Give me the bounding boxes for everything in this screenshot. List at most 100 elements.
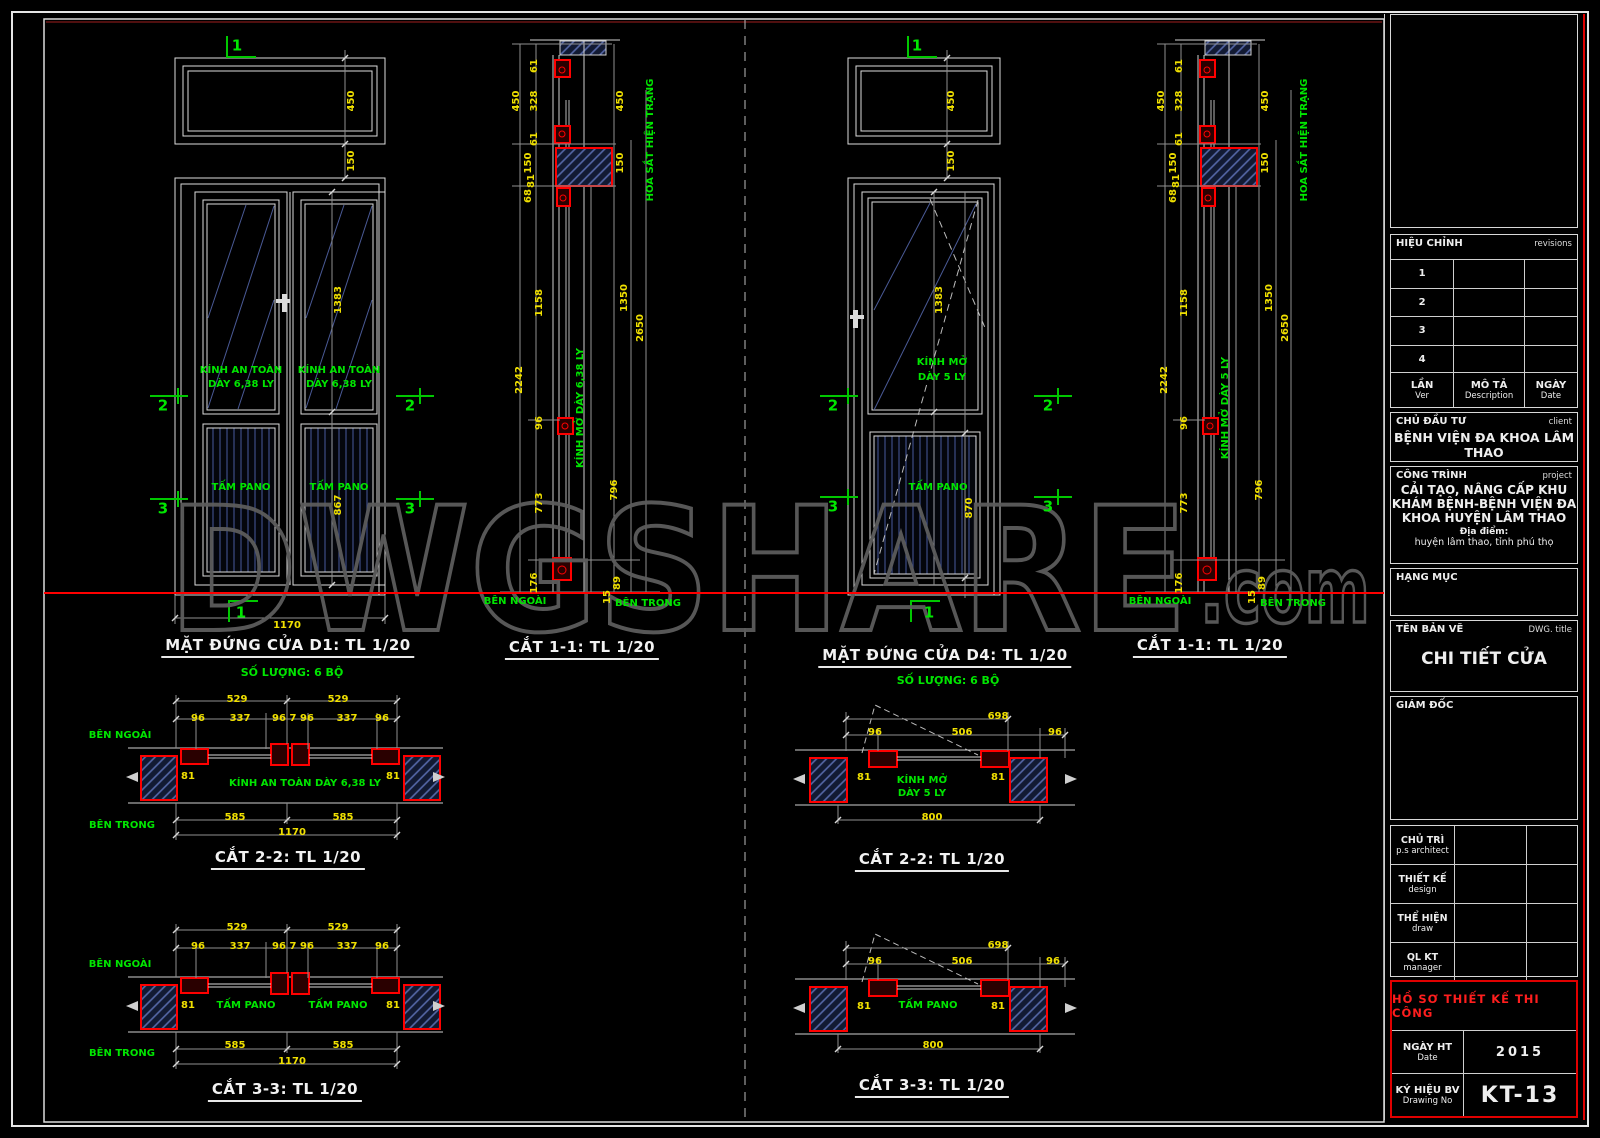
dimension-label: 81: [857, 772, 871, 783]
project-address: huyện lâm thao, tỉnh phú thọ: [1414, 537, 1554, 548]
client-name: BỆNH VIỆN ĐA KHOA LÂM THAO: [1393, 430, 1575, 460]
revision-row-number: 1: [1391, 259, 1455, 288]
dimension-label: 506: [951, 727, 973, 738]
section-marker: 2: [404, 396, 416, 415]
note-label: BÊN TRONG: [1260, 598, 1326, 609]
view-title-right-elevation: MẶT ĐỨNG CỬA D4: TL 1/20: [818, 646, 1072, 668]
dimension-label: 1170: [278, 827, 306, 838]
drawing-title: CHI TIẾT CỬA: [1421, 649, 1547, 669]
note-label: KÍNH AN TOÀN: [199, 365, 283, 376]
dimension-label: 1170: [278, 1056, 306, 1067]
dimension-label: 585: [224, 812, 246, 823]
dimension-label: 96: [534, 416, 545, 430]
drawing-title-label-en: DWG. title: [1528, 625, 1572, 635]
dimension-label: 796: [609, 479, 620, 501]
project-label-en: project: [1542, 471, 1572, 481]
drawing-title-label: TÊN BẢN VẼ: [1396, 624, 1464, 635]
revision-row-number: 3: [1391, 316, 1455, 345]
dimension-label: 89: [612, 576, 623, 590]
dimension-label: 7: [289, 713, 297, 724]
dimension-label: 450: [511, 90, 522, 112]
title-block-empty-box: [1390, 14, 1578, 228]
dimension-label: 698: [987, 940, 1009, 951]
project-label: CÔNG TRÌNH: [1396, 470, 1467, 481]
note-label: TẤM PANO: [211, 482, 271, 493]
dimension-label: 1158: [1179, 289, 1190, 317]
dimension-label: 585: [224, 1040, 246, 1051]
revisions-col-ver: LẦN Ver: [1391, 373, 1455, 407]
dimension-label: 81: [991, 772, 1005, 783]
section-marker: 2: [827, 396, 839, 415]
revisions-table: HIỆU CHỈNH revisions 1 2 3 4 LẦN Ver MÔ …: [1390, 234, 1578, 408]
dimension-label: 150: [523, 152, 534, 174]
dimension-label: 15: [602, 590, 613, 604]
dimension-label: 337: [229, 713, 251, 724]
quantity-note-left: SỐ LƯỢNG: 6 BỘ: [240, 666, 344, 679]
note-label: TẤM PANO: [216, 1000, 276, 1011]
dimension-label: 328: [1174, 90, 1185, 112]
dimension-label: 1170: [273, 620, 301, 631]
revisions-label-en: revisions: [1534, 239, 1572, 249]
view-title-right-section-3-3: CẮT 3-3: TL 1/20: [854, 1076, 1010, 1098]
note-label: HOA SẮT HIỆN TRẠNG: [1299, 78, 1310, 202]
note-label: TẤM PANO: [908, 482, 968, 493]
date-value: 2015: [1495, 1044, 1545, 1060]
dimension-label: 506: [951, 956, 973, 967]
section-marker: 1: [235, 603, 247, 622]
dimension-label: 529: [327, 922, 349, 933]
dimension-label: 150: [1168, 152, 1179, 174]
section-marker: 3: [1042, 497, 1054, 516]
dimension-label: 337: [336, 713, 358, 724]
dimension-label: 2650: [1280, 314, 1291, 342]
note-label: BÊN NGOÀI: [88, 959, 152, 970]
dimension-label: 61: [1174, 59, 1185, 73]
note-label: BÊN NGOÀI: [1128, 596, 1192, 607]
dimension-label: 2242: [1159, 366, 1170, 394]
dimension-label: 1383: [333, 286, 344, 314]
note-label: DÀY 5 LY: [897, 788, 947, 799]
dimension-label: 81: [181, 1000, 195, 1011]
director-label: GIÁM ĐỐC: [1396, 700, 1454, 711]
note-label: TẤM PANO: [898, 1000, 958, 1011]
note-label: KÍNH MỞ: [916, 357, 968, 368]
dimension-label: 150: [346, 150, 357, 172]
dimension-label: 96: [272, 713, 286, 724]
dimension-label: 1158: [534, 289, 545, 317]
category-box: HẠNG MỤC: [1390, 568, 1578, 616]
dimension-label: 96: [868, 727, 882, 738]
dimension-label: 61: [1174, 132, 1185, 146]
project-name-line1: CẢI TẠO, NÂNG CẤP KHU: [1400, 483, 1568, 497]
revision-row-number: 2: [1391, 287, 1455, 316]
issue-stage: HỒ SƠ THIẾT KẾ THI CÔNG: [1392, 982, 1576, 1031]
dimension-label: 96: [191, 941, 205, 952]
dimension-label: 698: [987, 711, 1009, 722]
dimension-label: 1350: [1264, 284, 1275, 312]
note-label: DÀY 6,38 LY: [305, 379, 373, 390]
title-block-red-line: [1583, 14, 1585, 1120]
note-label: TẤM PANO: [308, 1000, 368, 1011]
note-label: KÍNH MỞ DÀY 5 LY: [1220, 356, 1231, 460]
dimension-label: 585: [332, 812, 354, 823]
view-title-left-section-1-1: CẮT 1-1: TL 1/20: [504, 638, 660, 660]
dimension-label: 773: [1179, 492, 1190, 514]
dimension-label: 96: [375, 941, 389, 952]
quantity-note-right: SỐ LƯỢNG: 6 BỘ: [896, 674, 1000, 687]
project-name-line2: KHÁM BỆNH-BỆNH VIỆN ĐA: [1391, 497, 1577, 511]
view-title-right-section-1-1: CẮT 1-1: TL 1/20: [1132, 636, 1288, 658]
left-elevation-linework: [150, 36, 434, 624]
section-marker: 3: [827, 497, 839, 516]
dimension-label: 529: [226, 694, 248, 705]
dimension-label: 450: [1156, 90, 1167, 112]
dimension-label: 96: [868, 956, 882, 967]
dimension-label: 2242: [514, 366, 525, 394]
category-label: HẠNG MỤC: [1396, 572, 1458, 583]
section-marker: 2: [157, 396, 169, 415]
project-name-line3: KHOA HUYỆN LÂM THAO: [1401, 511, 1567, 525]
dimension-label: 867: [333, 494, 344, 516]
title-block: HIỆU CHỈNH revisions 1 2 3 4 LẦN Ver MÔ …: [1384, 14, 1586, 1120]
dimension-label: 1383: [934, 286, 945, 314]
